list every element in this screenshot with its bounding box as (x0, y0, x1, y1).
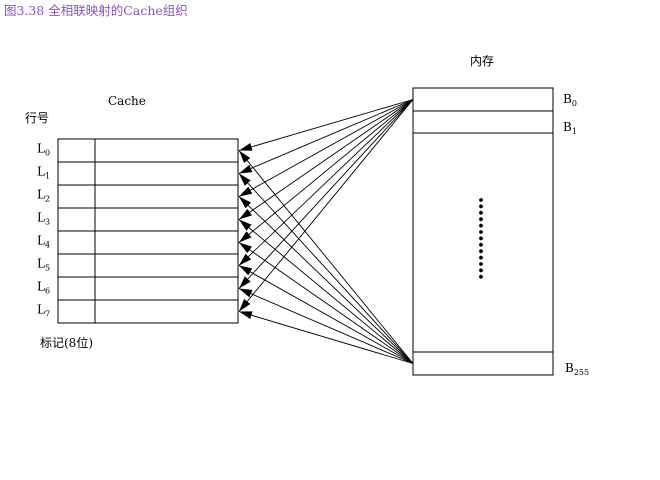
mapping-arrow-from-first-block (238, 99, 414, 312)
memory-label: 内存 (470, 54, 494, 68)
mapping-arrow-from-first-block (238, 99, 414, 151)
cache-line-label: L1 (37, 165, 50, 181)
mapping-arrow-from-last-block (238, 265, 414, 364)
main-memory (412, 87, 554, 376)
mapping-arrow-from-last-block (238, 242, 414, 364)
ellipsis-dot (479, 230, 483, 234)
ellipsis-dot (479, 274, 483, 279)
mapping-lines (238, 99, 414, 364)
row-number-header: 行号 (25, 111, 49, 125)
mapping-arrow-from-first-block (238, 99, 414, 197)
ellipsis-dot (479, 236, 483, 241)
block-label-b255: B255 (565, 361, 589, 377)
ellipsis-dot (479, 255, 483, 260)
mapping-arrow-from-first-block (238, 99, 414, 220)
cache-line-label: L6 (37, 280, 50, 296)
cache-line-label: L7 (37, 303, 50, 319)
ellipsis-dot (479, 249, 483, 254)
block-label-b0: B0 (563, 92, 577, 108)
ellipsis-dot (479, 242, 483, 247)
cache-line-label: L2 (37, 188, 50, 204)
mapping-arrow-from-last-block (238, 196, 414, 364)
cache-line-label: L4 (37, 234, 50, 250)
cache-label: Cache (108, 94, 146, 108)
cache-line-label: L3 (37, 211, 50, 227)
memory-ellipsis-dots (479, 198, 483, 279)
cache-line-label: L0 (37, 142, 50, 158)
tag-field-label: 标记(8位) (40, 335, 93, 350)
ellipsis-dot (479, 204, 483, 209)
cache-line-label: L5 (37, 257, 50, 273)
ellipsis-dot (479, 217, 483, 222)
mapping-arrow-from-first-block (238, 99, 414, 289)
ellipsis-dot (479, 223, 483, 228)
mapping-arrow-from-last-block (238, 311, 414, 364)
mapping-arrow-from-first-block (238, 99, 414, 243)
memory-frame (412, 87, 554, 376)
ellipsis-dot (479, 210, 483, 215)
mapping-arrow-from-last-block (238, 173, 414, 364)
mapping-arrow-from-last-block (238, 288, 414, 364)
mapping-arrow-from-first-block (238, 99, 414, 174)
mapping-arrow-from-last-block (238, 219, 414, 364)
block-label-b1: B1 (563, 120, 577, 136)
ellipsis-dot (479, 198, 483, 202)
mapping-arrow-from-last-block (238, 150, 414, 364)
ellipsis-dot (479, 262, 483, 266)
ellipsis-dot (479, 268, 483, 273)
figure-title: 图3.38 全相联映射的Cache组织 (4, 3, 188, 18)
mapping-arrow-from-first-block (238, 99, 414, 266)
